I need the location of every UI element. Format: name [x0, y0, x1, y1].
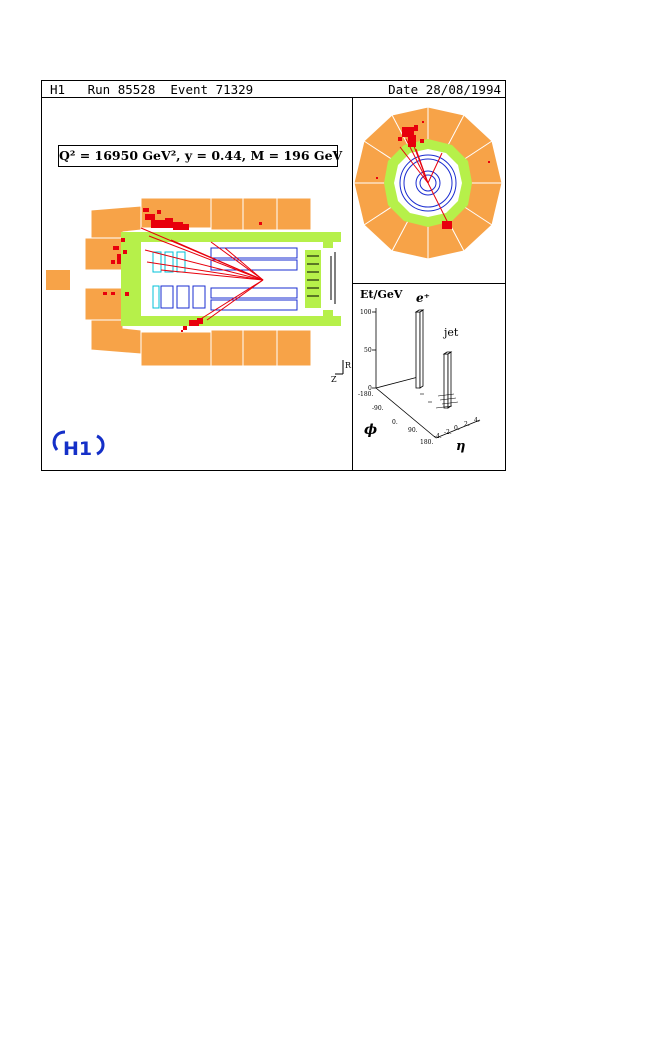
- et-tick-0: 0: [368, 385, 372, 392]
- end-view-display: [353, 106, 503, 260]
- phi-tick-0: -180.: [358, 391, 373, 398]
- eta-tick-3: 2.: [464, 421, 470, 428]
- eta-tick-2: 0.: [454, 425, 460, 432]
- positron-peak-label: e⁺: [416, 291, 430, 305]
- date-label: Date 28/08/1994: [388, 82, 501, 97]
- eta-tick-1: -2.: [444, 429, 452, 436]
- eta-axis-label: η: [456, 439, 465, 454]
- h1-logo: H1: [52, 430, 105, 460]
- phi-tick-4: 180.: [420, 439, 433, 446]
- r-axis-label: R: [345, 361, 352, 370]
- kinematics-box: Q² = 16950 GeV², y = 0.44, M = 196 GeV: [58, 145, 342, 167]
- et-tick-50: 50: [364, 347, 372, 354]
- jet-peak-label: jet: [442, 326, 459, 339]
- z-axis-label: Z: [331, 375, 337, 384]
- phi-tick-1: -90.: [372, 405, 384, 412]
- panel-divider-vertical: [352, 97, 353, 471]
- phi-tick-2: 0.: [392, 419, 398, 426]
- phi-tick-3: 90.: [408, 427, 418, 434]
- run-event-label: H1 Run 85528 Event 71329: [50, 82, 254, 97]
- event-display-frame: H1 Run 85528 Event 71329 Date 28/08/1994…: [41, 80, 506, 471]
- header-bar: H1 Run 85528 Event 71329 Date 28/08/1994: [42, 81, 505, 98]
- et-tick-100: 100: [360, 309, 372, 316]
- lego-plot: Et/GeV 100 50 0 -180. -90. 0. 90. 180. -…: [358, 288, 481, 454]
- phi-axis-label: ϕ: [364, 422, 377, 438]
- eta-tick-4: 4.: [474, 417, 480, 424]
- panel-divider-horizontal: [353, 283, 505, 284]
- h1-logo-text: H1: [63, 438, 92, 460]
- side-view-display: R Z H1: [46, 197, 352, 460]
- eta-tick-0: -4.: [434, 433, 442, 440]
- lego-plot-title: Et/GeV: [360, 288, 403, 301]
